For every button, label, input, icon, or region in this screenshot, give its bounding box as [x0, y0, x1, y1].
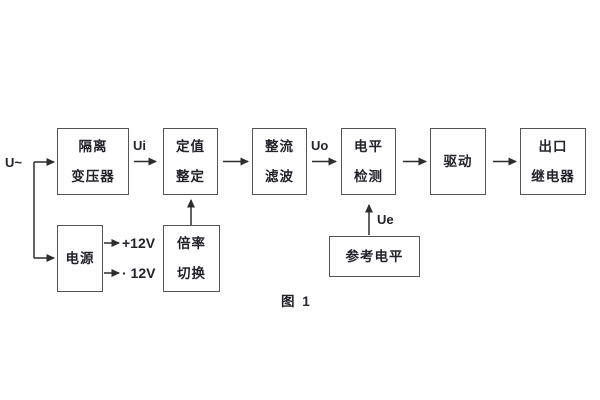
block-label: 驱动 — [443, 153, 473, 169]
block-value-setting: 定值 整定 — [163, 128, 218, 195]
block-label: 变压器 — [71, 169, 115, 184]
block-ratio-switch: 倍率 切换 — [163, 225, 220, 292]
block-label: 隔离 — [78, 138, 108, 154]
block-label: 电平 — [354, 138, 383, 154]
figure-caption: 图 1 — [281, 294, 312, 309]
block-isolation-transformer: 隔离 变压器 — [57, 128, 129, 195]
block-label: 继电器 — [531, 169, 575, 184]
input-voltage-label: U~ — [5, 155, 22, 170]
block-label: 切换 — [177, 266, 206, 281]
signal-label-ui: Ui — [133, 138, 146, 153]
block-rectifier-filter: 整流 滤波 — [252, 128, 307, 195]
block-label: 滤波 — [265, 169, 294, 184]
block-label: 参考电平 — [345, 248, 404, 264]
signal-label-ue: Ue — [377, 212, 394, 227]
rail-label-neg12v: · 12V — [122, 265, 156, 281]
block-label: 电源 — [65, 250, 95, 266]
rail-label-pos12v: +12V — [122, 235, 156, 251]
block-output-relay: 出口 继电器 — [520, 128, 586, 195]
block-level-detection: 电平 检测 — [341, 128, 396, 195]
block-driver: 驱动 — [430, 128, 486, 195]
block-label: 整流 — [265, 138, 294, 154]
block-label: 倍率 — [177, 235, 206, 251]
signal-label-uo: Uo — [311, 138, 329, 153]
block-label: 检测 — [354, 169, 383, 184]
block-label: 整定 — [176, 169, 205, 184]
block-label: 出口 — [538, 138, 568, 154]
block-reference-level: 参考电平 — [329, 236, 420, 277]
block-label: 定值 — [176, 138, 205, 154]
block-power-supply: 电源 — [57, 225, 103, 292]
